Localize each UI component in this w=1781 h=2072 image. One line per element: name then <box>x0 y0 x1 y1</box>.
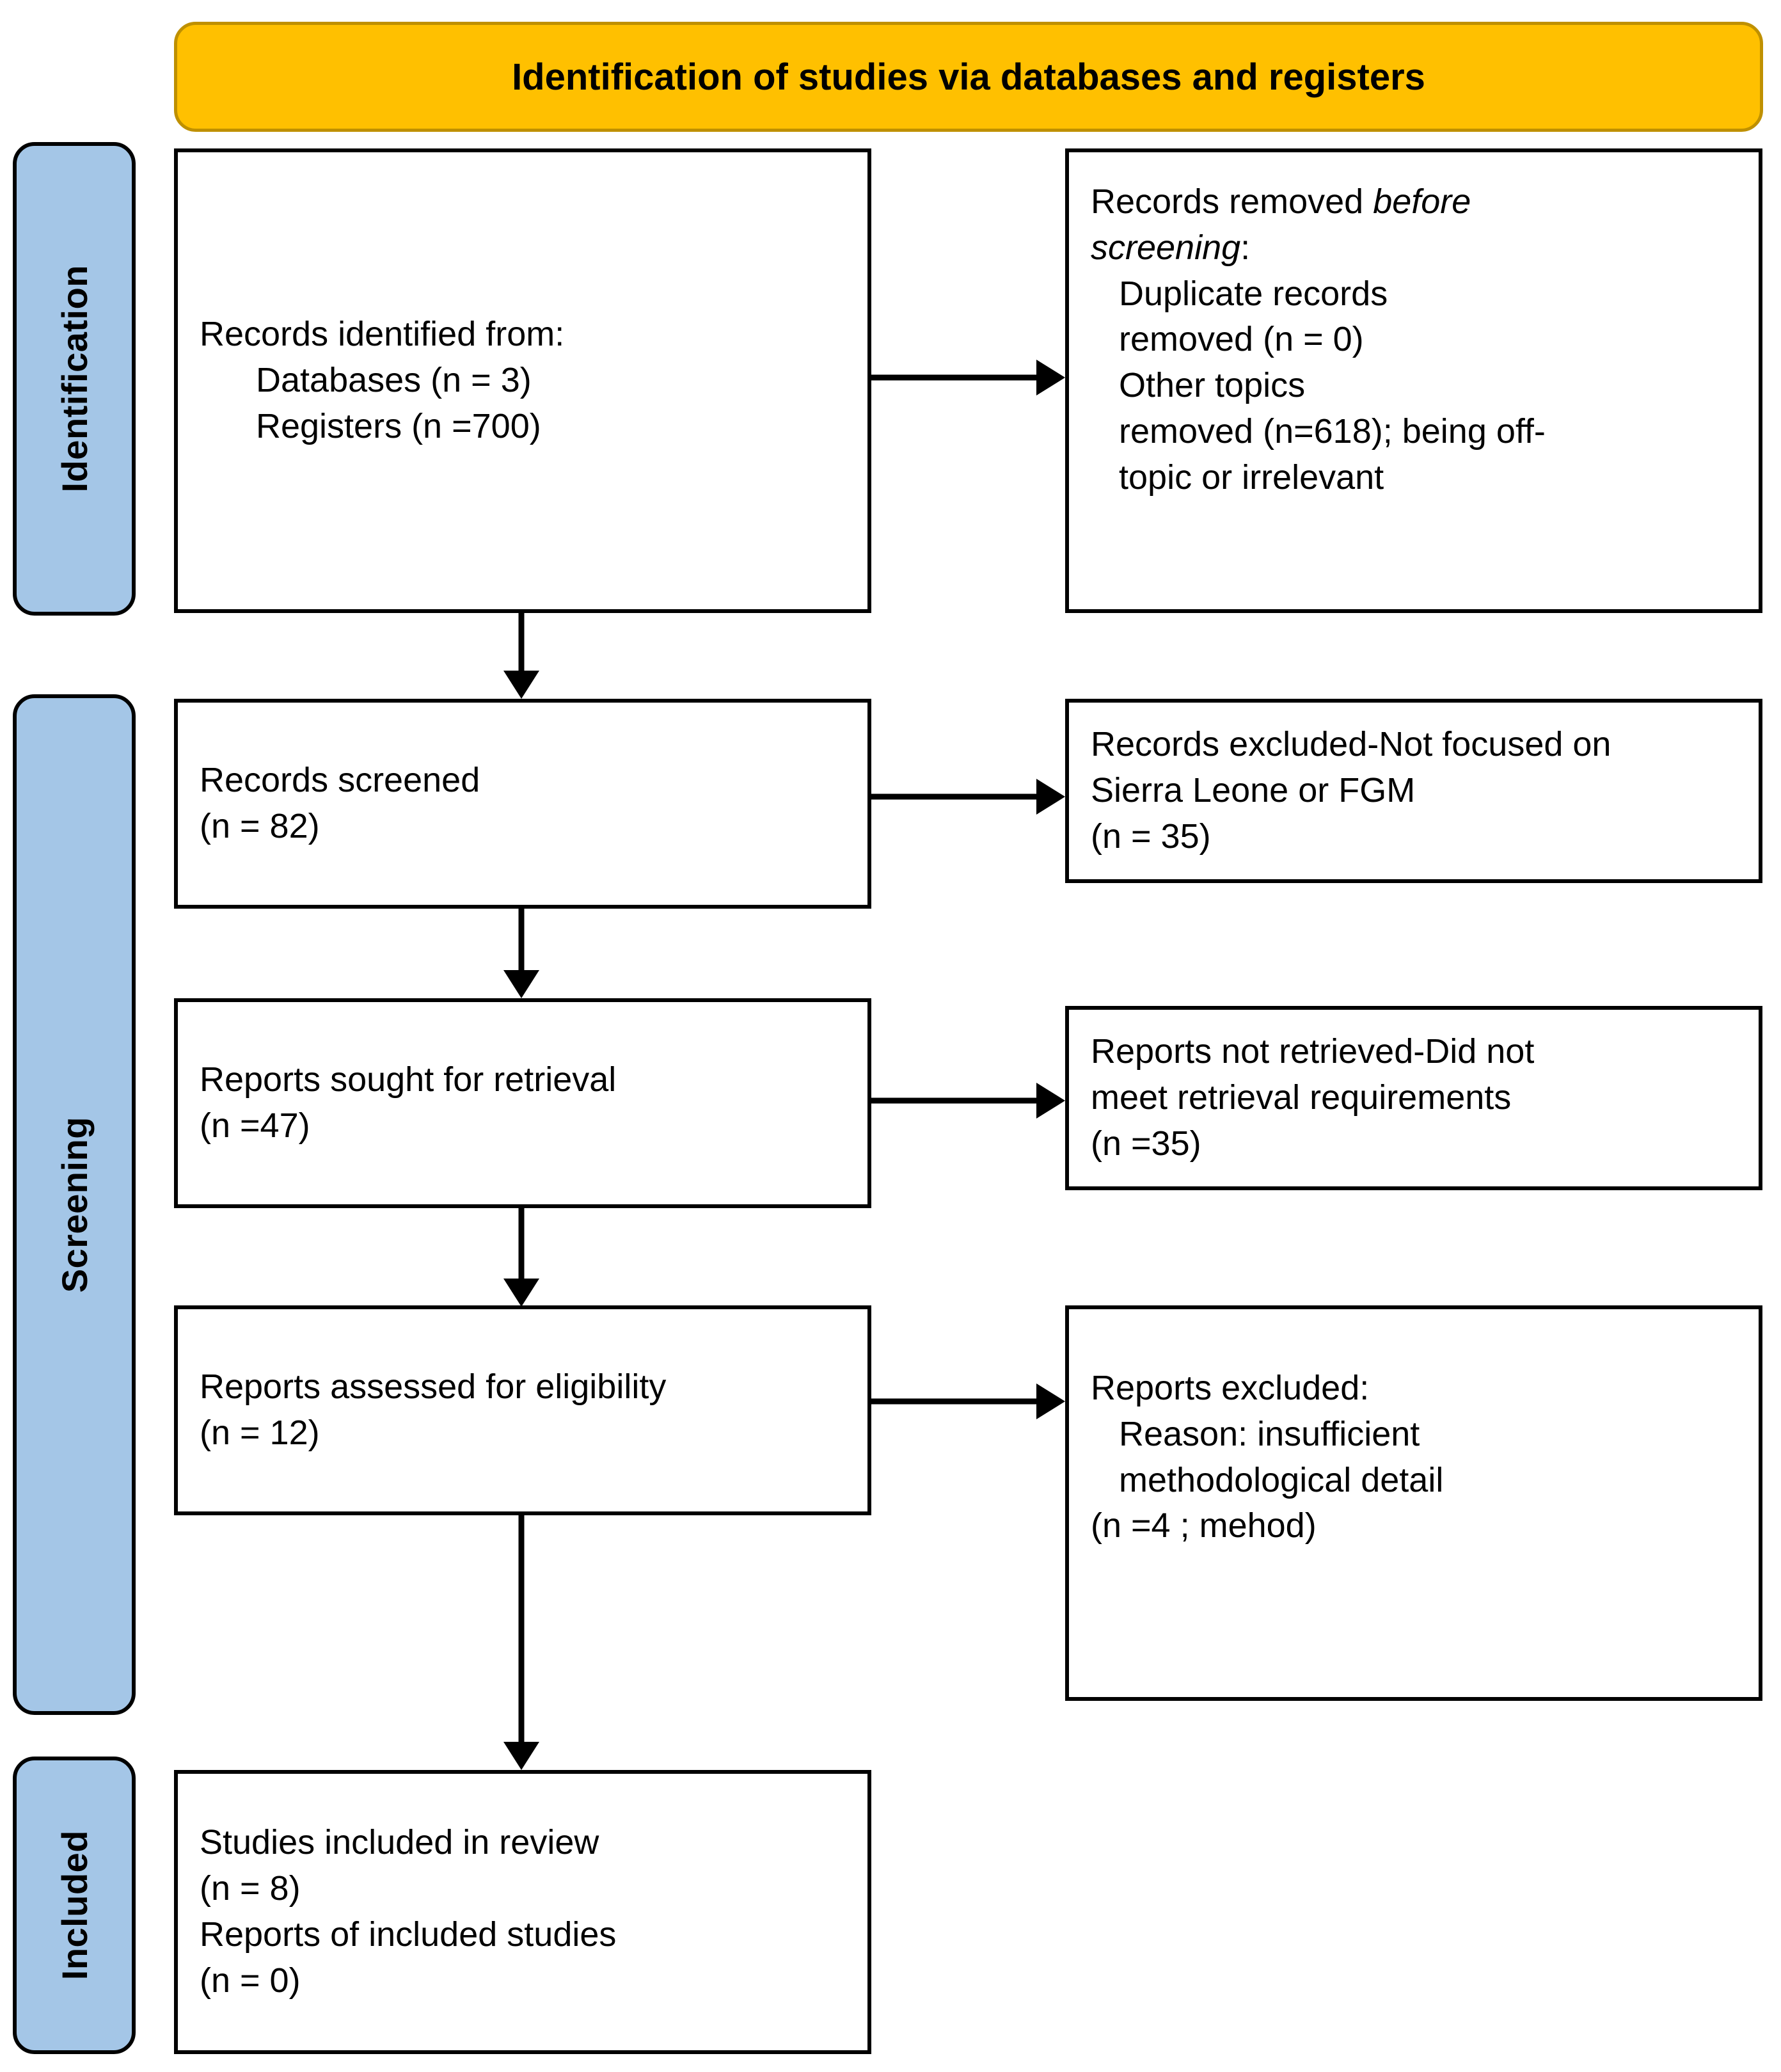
box-records-removed-line-7: topic or irrelevant <box>1119 458 1384 497</box>
stage-label-screening: Screening <box>13 694 136 1715</box>
box-records-removed-italic-screening: screening <box>1091 228 1241 267</box>
stage-label-included-text: Included <box>54 1830 95 1980</box>
box-records-removed-line-3: Duplicate records <box>1119 274 1388 313</box>
box-records-removed-line-5: Other topics <box>1119 366 1306 405</box>
box-records-identified-line-1: Records identified from: <box>200 315 565 354</box>
box-reports-not-retrieved-line-2: meet retrieval requirements <box>1091 1078 1512 1117</box>
box-records-removed-line-4: removed (n = 0) <box>1119 320 1364 359</box>
box-reports-excluded-line-2: methodological detail <box>1119 1460 1444 1499</box>
box-reports-not-retrieved: Reports not retrieved-Did not meet retri… <box>1065 1006 1762 1190</box>
arrow-screened-to-excluded <box>871 777 1067 816</box>
box-studies-included: Studies included in review (n = 8) Repor… <box>174 1770 871 2054</box>
box-reports-sought-line-2: (n =47) <box>200 1106 310 1145</box>
arrow-assessed-to-excluded <box>871 1382 1067 1421</box>
box-reports-excluded-line-3: (n =4 ; mehod) <box>1091 1506 1317 1545</box>
box-records-identified: Records identified from: Databases (n = … <box>174 148 871 613</box>
arrow-sought-to-not-retrieved <box>871 1081 1067 1120</box>
box-records-removed-italic-before: before <box>1373 182 1471 221</box>
arrow-screened-to-sought <box>502 909 541 1000</box>
box-records-screened: Records screened (n = 82) <box>174 699 871 909</box>
box-records-screened-line-2: (n = 82) <box>200 807 320 845</box>
box-records-screened-line-1: Records screened <box>200 761 480 800</box>
box-records-removed-colon: : <box>1240 228 1251 267</box>
stage-label-identification: Identification <box>13 142 136 616</box>
arrow-identified-to-removed <box>871 358 1067 397</box>
box-records-excluded-line-3: (n = 35) <box>1091 817 1211 856</box>
box-records-excluded-line-2: Sierra Leone or FGM <box>1091 771 1416 810</box>
arrow-identified-to-screened <box>502 613 541 700</box>
box-reports-assessed-line-2: (n = 12) <box>200 1414 320 1452</box>
box-reports-sought-line-1: Reports sought for retrieval <box>200 1060 617 1099</box>
arrow-sought-to-assessed <box>502 1208 541 1308</box>
box-records-identified-line-3: Registers (n =700) <box>256 406 541 445</box>
stage-label-included: Included <box>13 1757 136 2054</box>
box-reports-assessed-eligibility: Reports assessed for eligibility (n = 12… <box>174 1305 871 1515</box>
box-records-removed-prefix: Records removed <box>1091 182 1373 221</box>
box-reports-sought-retrieval: Reports sought for retrieval (n =47) <box>174 998 871 1208</box>
box-studies-included-line-4: (n = 0) <box>200 1961 301 2000</box>
box-records-excluded: Records excluded-Not focused on Sierra L… <box>1065 699 1762 883</box>
box-reports-not-retrieved-line-1: Reports not retrieved-Did not <box>1091 1032 1535 1071</box>
box-studies-included-line-3: Reports of included studies <box>200 1915 617 1954</box>
box-records-excluded-line-1: Records excluded-Not focused on <box>1091 725 1611 764</box>
box-reports-excluded-title: Reports excluded: <box>1091 1369 1370 1407</box>
box-records-removed-before-screening: Records removed before screening: Duplic… <box>1065 148 1762 613</box>
box-studies-included-line-2: (n = 8) <box>200 1869 301 1908</box>
box-reports-excluded: Reports excluded: Reason: insufficient m… <box>1065 1305 1762 1701</box>
stage-label-identification-text: Identification <box>54 265 95 493</box>
box-reports-not-retrieved-line-3: (n =35) <box>1091 1124 1201 1163</box>
box-records-identified-line-2: Databases (n = 3) <box>256 361 532 400</box>
arrow-assessed-to-included <box>502 1515 541 1771</box>
box-studies-included-line-1: Studies included in review <box>200 1823 599 1862</box>
box-records-removed-line-1: Records removed before <box>1091 179 1737 225</box>
stage-label-screening-text: Screening <box>54 1116 95 1293</box>
box-reports-assessed-line-1: Reports assessed for eligibility <box>200 1367 667 1407</box>
phase-banner-identification: Identification of studies via databases … <box>174 22 1763 132</box>
box-reports-excluded-line-1: Reason: insufficient <box>1119 1414 1420 1453</box>
box-records-removed-line-6: removed (n=618); being off- <box>1119 412 1546 451</box>
phase-banner-title: Identification of studies via databases … <box>512 56 1425 98</box>
box-records-removed-line-2: screening: <box>1091 225 1737 271</box>
